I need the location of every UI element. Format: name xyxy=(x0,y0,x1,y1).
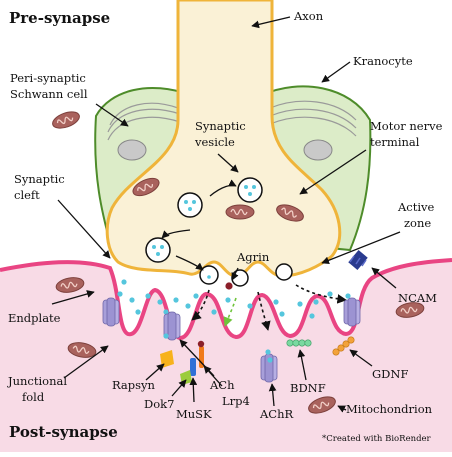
cleft-pointer xyxy=(57,199,111,259)
schwann-nucleus-left xyxy=(117,139,147,161)
lrp4-pointer xyxy=(203,365,223,387)
schwann-label-line2: Schwann cell xyxy=(10,87,88,101)
mitochondrion-label: Mitochondrion xyxy=(346,402,433,416)
postsynaptic-membrane xyxy=(0,258,452,341)
junctional-label-line1: Junctional xyxy=(7,374,67,388)
bdnf-label: BDNF xyxy=(290,381,326,395)
agrin-molecule xyxy=(225,282,233,290)
agrin-pointer xyxy=(231,267,239,281)
vesicle-arrow xyxy=(161,229,191,239)
bdnf-molecule xyxy=(286,339,312,347)
active-zone-label-line2: zone xyxy=(404,216,431,230)
ncam-pointer xyxy=(371,267,397,289)
schwann-pointer xyxy=(95,103,129,127)
mitochondrion-pointer xyxy=(337,405,347,413)
active-zone-pointer xyxy=(321,231,401,265)
vesicle-arrow xyxy=(209,179,237,197)
kranocyte-label: Kranocyte xyxy=(353,54,413,68)
agrin-release-arrow xyxy=(223,297,237,327)
biorender-credit: *Created with BioRender xyxy=(322,434,432,444)
ach-release-arrow xyxy=(295,284,347,304)
schwann-nucleus-right xyxy=(303,139,333,161)
mitochondrion xyxy=(49,107,83,133)
endplate-pointer xyxy=(51,290,95,305)
active-zone-label-line1: Active xyxy=(397,200,435,214)
ach-molecules xyxy=(117,279,351,319)
ach-release-arrow xyxy=(191,289,210,321)
agrin-label: Agrin xyxy=(236,250,270,264)
agrin-bound xyxy=(197,340,205,348)
cleft-label-line1: Synaptic xyxy=(14,172,65,186)
musk-protein xyxy=(190,358,196,376)
vesicle-arrow xyxy=(175,255,204,271)
pre-synapse-heading: Pre-synapse xyxy=(9,9,110,27)
ach-label: ACh xyxy=(209,378,235,392)
rapsyn-pointer xyxy=(145,363,165,381)
axon-pointer xyxy=(251,16,291,29)
achr-pointer xyxy=(268,383,277,407)
ncam-label: NCAM xyxy=(398,291,437,305)
vesicle-label-line1: Synaptic xyxy=(195,119,246,133)
lrp4-protein xyxy=(199,346,204,368)
dok7-label: Dok7 xyxy=(144,397,174,411)
rapsyn-label: Rapsyn xyxy=(112,378,156,392)
achr-label: AChR xyxy=(259,407,294,421)
mitochondrion xyxy=(225,204,255,220)
motor-terminal-pointer xyxy=(299,149,367,195)
achr-receptor xyxy=(343,297,361,327)
axon-label: Axon xyxy=(293,9,324,23)
cleft-label-line2: cleft xyxy=(14,188,40,202)
musk-pointer xyxy=(189,377,198,403)
vesicle-pointer xyxy=(217,153,239,173)
post-synapse-heading: Post-synapse xyxy=(9,423,118,441)
motor-label-line1: Motor nerve xyxy=(370,119,443,133)
schwann-label-line1: Peri-synaptic xyxy=(10,71,86,85)
gdnf-molecule xyxy=(332,336,355,356)
junctional-label-line2: fold xyxy=(22,390,45,404)
vesicle-label-line2: vesicle xyxy=(194,135,235,149)
bdnf-pointer xyxy=(297,349,307,381)
endplate-label: Endplate xyxy=(8,311,61,325)
kranocyte-pointer xyxy=(321,61,351,83)
achr-receptor xyxy=(102,297,120,327)
gdnf-label: GDNF xyxy=(372,367,408,381)
lrp4-label: Lrp4 xyxy=(222,394,250,408)
dok7-pointer xyxy=(171,379,187,397)
musk-label: MuSK xyxy=(176,407,212,421)
junctional-fold-pointer xyxy=(63,345,109,379)
motor-label-line2: terminal xyxy=(370,135,420,149)
gdnf-pointer xyxy=(349,349,373,367)
ach-release-arrow xyxy=(257,291,271,331)
